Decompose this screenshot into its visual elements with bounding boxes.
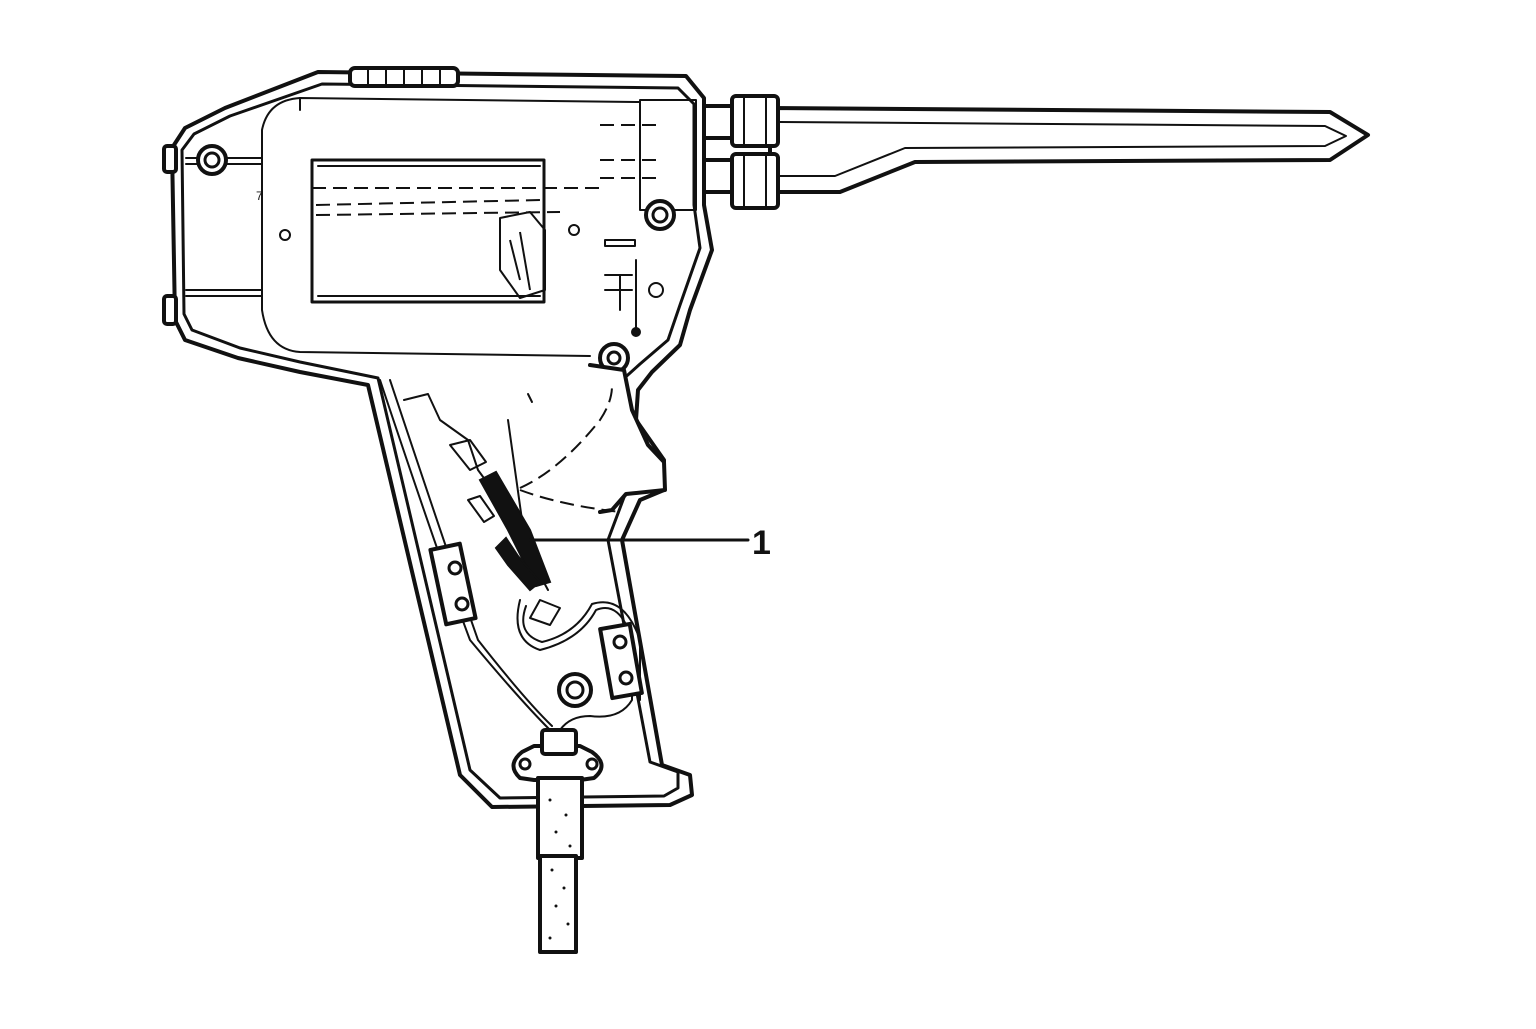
- wire-clamps: [428, 541, 644, 701]
- soldering-tip: [768, 106, 1370, 194]
- callout-1: 1: [528, 524, 771, 562]
- trigger: [519, 363, 667, 514]
- trigger-switch: [403, 393, 561, 626]
- power-cord: [511, 728, 604, 954]
- tip-nuts: [698, 94, 780, 210]
- callout-1-label: 1: [752, 524, 771, 562]
- svg-text:7: 7: [256, 189, 263, 203]
